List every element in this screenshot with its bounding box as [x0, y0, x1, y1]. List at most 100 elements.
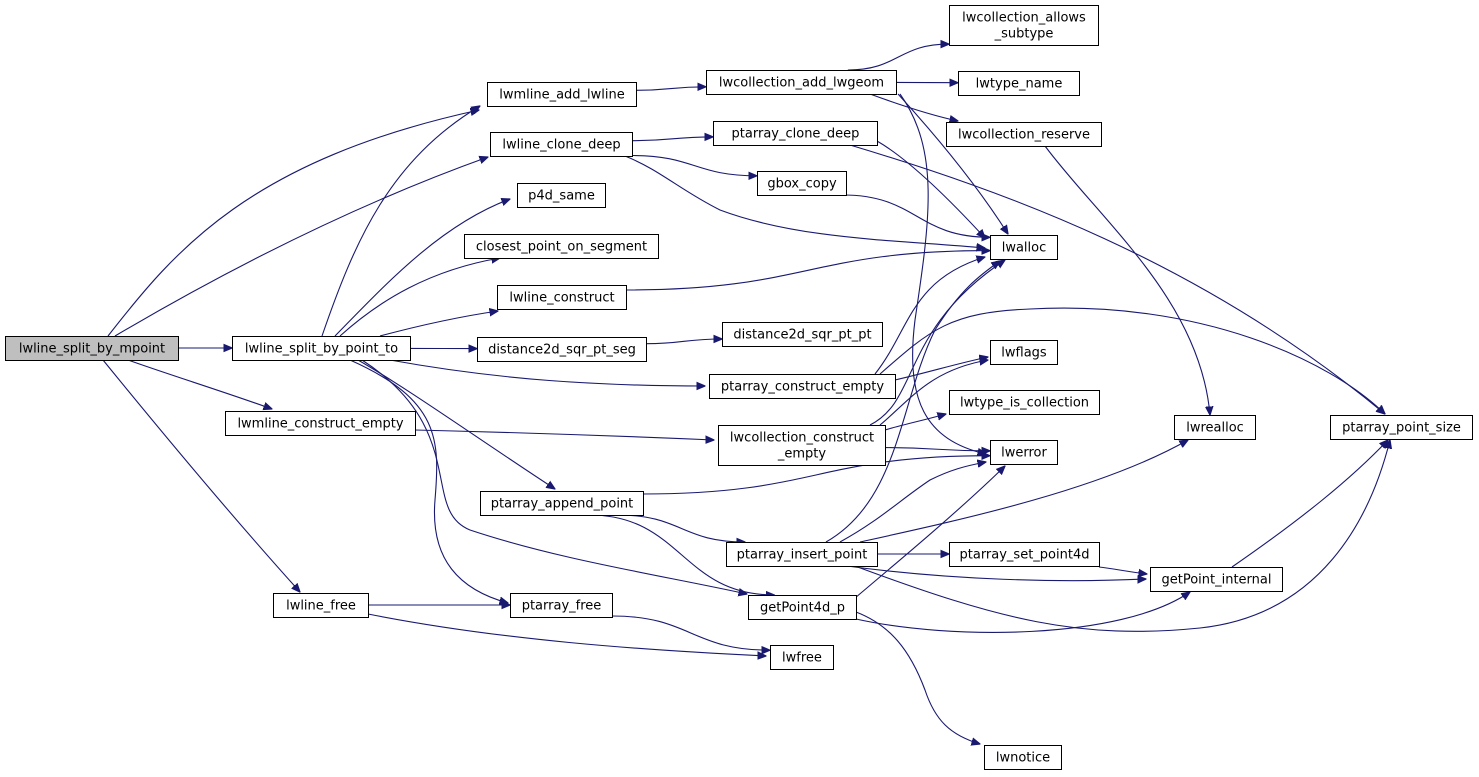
edge-lwline-clone-deep-to-ptarray-clone-deep: [631, 137, 713, 141]
node-label: lwcollection_construct: [730, 431, 874, 446]
node-label: distance2d_sqr_pt_seg: [488, 343, 636, 358]
node-lwcollection-add-lwgeom[interactable]: lwcollection_add_lwgeom: [706, 70, 897, 95]
node-label: lwerror: [1001, 446, 1047, 461]
edge-ptarray-insert-point-to-lwerror: [839, 462, 986, 543]
node-box: [709, 374, 896, 399]
node-label: lwcollection_add_lwgeom: [719, 76, 884, 91]
node-lwline-free[interactable]: lwline_free: [273, 593, 369, 618]
edge-lwcollection-add-lwgeom-to-lwcollection-reserve: [869, 93, 958, 121]
edge-ptarray-construct-empty-to-ptarray-point-size: [879, 307, 1385, 414]
node-box: [477, 337, 647, 362]
node-lwline-clone-deep[interactable]: lwline_clone_deep: [490, 132, 633, 157]
node-layer: lwline_split_by_mpoint lwline_split_by_po…: [5, 5, 1473, 770]
node-label: lwcollection_reserve: [958, 128, 1090, 143]
node-box: [949, 542, 1100, 567]
node-label: _empty: [777, 447, 827, 462]
node-getPoint4d-p[interactable]: getPoint4d_p: [748, 595, 857, 620]
node-lwerror[interactable]: lwerror: [990, 440, 1058, 465]
node-p4d-same[interactable]: p4d_same: [517, 183, 606, 208]
node-ptarray-free[interactable]: ptarray_free: [510, 593, 613, 618]
edge-lwline-clone-deep-to-lwalloc: [624, 155, 985, 248]
node-label: p4d_same: [528, 189, 595, 204]
node-ptarray-construct-empty[interactable]: ptarray_construct_empty: [709, 374, 896, 399]
edge-lwline-split-by-point-to-to-lwmline-add-lwline: [321, 106, 480, 337]
node-distance2d-sqr-pt-seg[interactable]: distance2d_sqr_pt_seg: [477, 337, 647, 362]
node-lwtype-is-collection[interactable]: lwtype_is_collection: [949, 390, 1100, 415]
node-label: ptarray_point_size: [1342, 421, 1461, 436]
edge-ptarray-construct-empty-to-lwalloc: [874, 257, 985, 375]
node-label: ptarray_clone_deep: [732, 127, 860, 142]
edge-ptarray-append-point-to-lwerror: [642, 456, 990, 495]
edge-getPoint4d-p-to-lwnotice: [855, 611, 980, 744]
edge-lwcollection-reserve-to-lwrealloc: [1044, 145, 1210, 415]
edge-lwline-split-by-point-to-to-getPoint4d-p: [361, 359, 747, 594]
node-ptarray-insert-point[interactable]: ptarray_insert_point: [726, 542, 878, 567]
edge-lwline-free-to-lwfree: [367, 613, 766, 656]
node-getPoint-internal[interactable]: getPoint_internal: [1150, 567, 1283, 592]
node-lwfree[interactable]: lwfree: [770, 645, 834, 670]
node-label: ptarray_set_point4d: [960, 548, 1090, 563]
node-box: [232, 336, 411, 361]
node-label: lwline_split_by_mpoint: [19, 342, 165, 357]
edge-distance2d-sqr-pt-seg-to-distance2d-sqr-pt-pt: [645, 339, 722, 345]
node-box: [5, 336, 179, 361]
node-lwcollection-reserve[interactable]: lwcollection_reserve: [946, 122, 1102, 147]
node-ptarray-clone-deep[interactable]: ptarray_clone_deep: [713, 121, 878, 146]
edge-ptarray-insert-point-to-lwalloc: [825, 261, 1000, 543]
node-box: [225, 411, 416, 436]
node-ptarray-point-size[interactable]: ptarray_point_size: [1330, 415, 1473, 440]
node-label: _subtype: [994, 27, 1054, 42]
node-lwcollection-allows-subtype[interactable]: lwcollection_allows_subtype: [949, 5, 1099, 46]
node-box: [949, 390, 1100, 415]
node-box: [984, 745, 1062, 770]
node-lwnotice[interactable]: lwnotice: [984, 745, 1062, 770]
node-lwrealloc[interactable]: lwrealloc: [1174, 415, 1256, 440]
node-label: lwrealloc: [1186, 421, 1244, 436]
node-lwcollection-construct-empty[interactable]: lwcollection_construct_empty: [718, 425, 886, 466]
node-ptarray-append-point[interactable]: ptarray_append_point: [480, 491, 644, 516]
node-label: lwmline_add_lwline: [499, 88, 625, 103]
edge-lwline-clone-deep-to-gbox-copy: [631, 154, 757, 176]
node-box: [990, 340, 1058, 365]
node-label: ptarray_insert_point: [737, 548, 868, 563]
edge-ptarray-set-point4d-to-getPoint-internal: [1098, 566, 1147, 574]
node-label: lwline_clone_deep: [502, 138, 620, 153]
node-lwline-split-by-mpoint[interactable]: lwline_split_by_mpoint: [5, 336, 179, 361]
node-label: ptarray_construct_empty: [721, 380, 884, 395]
node-box: [990, 440, 1058, 465]
node-box: [497, 285, 627, 310]
node-label: lwtype_is_collection: [960, 396, 1089, 411]
edge-ptarray-insert-point-to-ptarray-point-size: [854, 440, 1390, 632]
node-label: closest_point_on_segment: [476, 240, 647, 255]
edge-ptarray-insert-point-to-getPoint-internal: [846, 565, 1146, 581]
node-ptarray-set-point4d[interactable]: ptarray_set_point4d: [949, 542, 1100, 567]
edge-lwcollection-construct-empty-to-lwalloc: [869, 260, 1005, 426]
node-label: ptarray_free: [522, 599, 602, 614]
node-box: [487, 82, 637, 107]
node-lwflags[interactable]: lwflags: [990, 340, 1058, 365]
node-label: lwmline_construct_empty: [237, 417, 403, 432]
node-lwmline-construct-empty[interactable]: lwmline_construct_empty: [225, 411, 416, 436]
node-box: [1150, 567, 1283, 592]
node-box: [757, 171, 847, 196]
edge-lwmline-construct-empty-to-lwcollection-construct-empty: [414, 429, 714, 440]
node-closest-point-on-segment[interactable]: closest_point_on_segment: [464, 234, 659, 259]
node-label: lwline_split_by_point_to: [245, 342, 398, 357]
node-label: lwline_free: [286, 599, 356, 614]
node-lwline-split-by-point-to[interactable]: lwline_split_by_point_to: [232, 336, 411, 361]
edge-ptarray-clone-deep-to-ptarray-point-size: [849, 144, 1385, 414]
node-gbox-copy[interactable]: gbox_copy: [757, 171, 847, 196]
node-label: gbox_copy: [767, 177, 837, 192]
edge-ptarray-append-point-to-ptarray-insert-point: [617, 514, 745, 542]
node-lwmline-add-lwline[interactable]: lwmline_add_lwline: [487, 82, 637, 107]
node-lwalloc[interactable]: lwalloc: [990, 235, 1058, 260]
edge-lwline-split-by-point-to-to-ptarray-free: [349, 359, 508, 603]
edge-ptarray-clone-deep-to-lwalloc: [876, 140, 985, 238]
node-box: [490, 132, 633, 157]
edge-layer: [102, 44, 1390, 744]
node-lwtype-name[interactable]: lwtype_name: [958, 71, 1080, 96]
node-distance2d-sqr-pt-pt[interactable]: distance2d_sqr_pt_pt: [722, 322, 883, 347]
node-lwline-construct[interactable]: lwline_construct: [497, 285, 627, 310]
edge-lwcollection-add-lwgeom-to-lwalloc: [897, 93, 1008, 234]
